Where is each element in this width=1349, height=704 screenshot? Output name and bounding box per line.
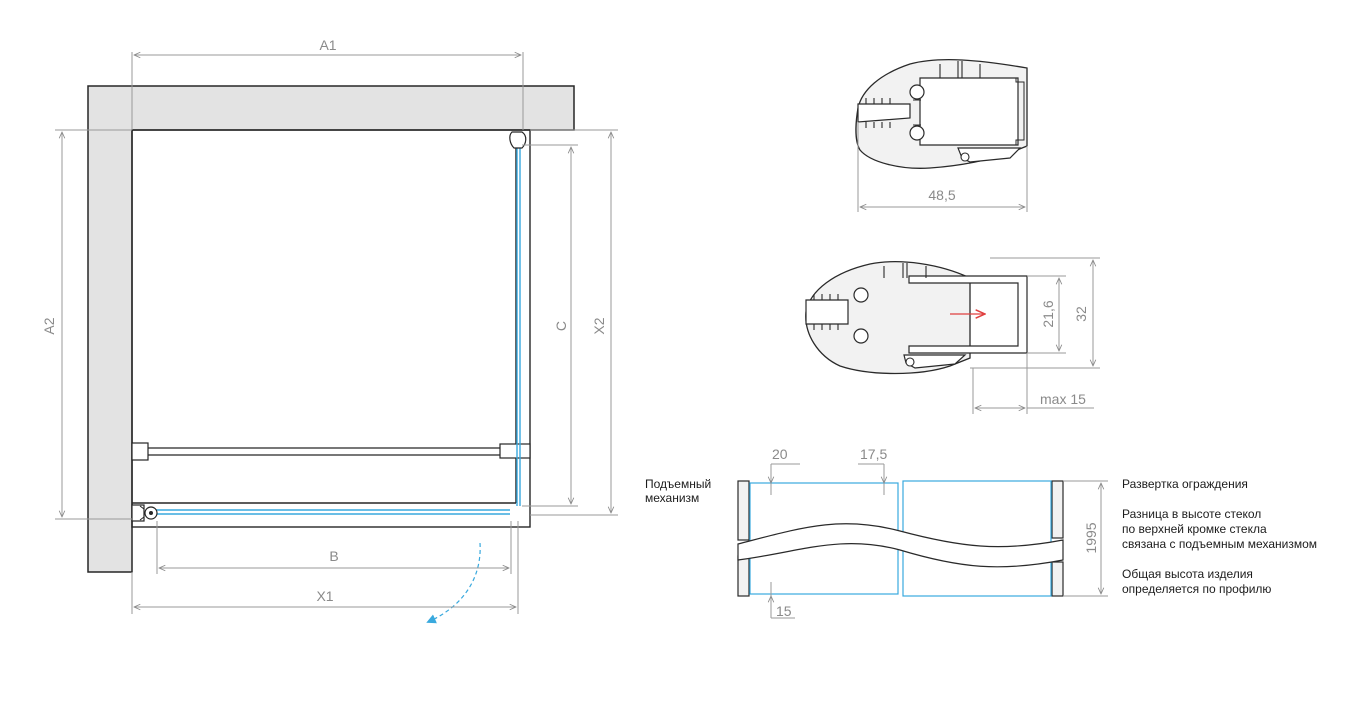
note-diff-3: связана с подъемным механизмом — [1122, 537, 1317, 551]
note-title: Развертка ограждения — [1122, 477, 1248, 491]
door-swing-arrow — [426, 542, 481, 624]
label-b: B — [329, 548, 338, 564]
profile-section-top: 48,5 — [855, 58, 1028, 212]
profile-right-top — [1051, 480, 1064, 539]
label-max-offset: max 15 — [1040, 391, 1086, 407]
label-x1: X1 — [316, 588, 333, 604]
break-line — [737, 523, 1064, 568]
note-diff-1: Разница в высоте стекол — [1122, 507, 1261, 521]
door-glass-panel — [131, 504, 510, 522]
label-height-1995: 1995 — [1083, 522, 1099, 553]
label-dim-17-5: 17,5 — [860, 446, 887, 462]
door-hinge-icon — [131, 504, 158, 522]
label-inner-height: 21,6 — [1040, 300, 1056, 327]
dimension-c: C — [522, 144, 578, 507]
label-dim-15: 15 — [776, 603, 792, 619]
enclosure-outline — [131, 129, 531, 528]
note-height-2: определяется по профилю — [1122, 582, 1271, 596]
mechanism-label-1: Подъемный — [645, 477, 711, 491]
dimension-a2: A2 — [41, 129, 132, 520]
label-a2: A2 — [41, 317, 57, 334]
label-dim-20: 20 — [772, 446, 788, 462]
towel-bar — [131, 442, 531, 461]
profile-right-bottom — [1051, 561, 1064, 597]
label-outer-height: 32 — [1073, 306, 1089, 322]
label-profile-width: 48,5 — [928, 187, 955, 203]
plan-view: A1 A2 C X2 B — [41, 37, 618, 624]
mechanism-label-2: механизм — [645, 491, 699, 505]
profile-section-mid: 21,6 32 max 15 — [805, 257, 1100, 414]
fixed-glass-panel — [509, 131, 527, 506]
label-a1: A1 — [319, 37, 336, 53]
dimension-a1: A1 — [131, 37, 524, 130]
unfold-view: 20 17,5 15 1995 Подъемный механизм Разве… — [645, 446, 1317, 619]
profile-left-top — [737, 480, 750, 541]
wall — [87, 85, 575, 573]
label-x2: X2 — [591, 317, 607, 334]
dimension-b: B — [156, 521, 512, 574]
dimension-x2: X2 — [530, 129, 618, 516]
label-c: C — [553, 321, 569, 331]
hinge-top — [509, 131, 527, 149]
profile-left-bottom — [737, 555, 750, 597]
note-height-1: Общая высота изделия — [1122, 567, 1253, 581]
note-diff-2: по верхней кромке стекла — [1122, 522, 1267, 536]
dimension-x1: X1 — [131, 521, 519, 614]
